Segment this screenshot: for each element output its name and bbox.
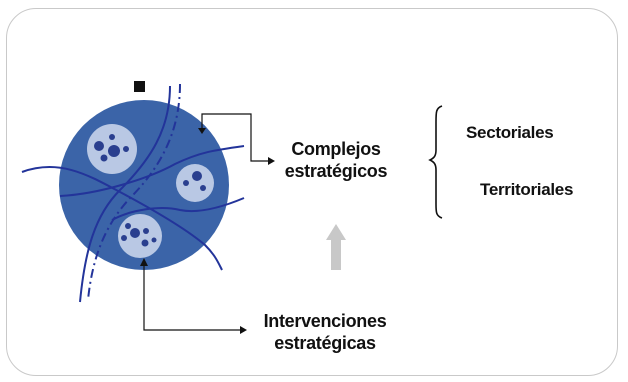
curly-brace	[428, 105, 443, 219]
connector-intervenciones	[143, 264, 240, 331]
label-intervenciones-estrategicas: Intervenciones estratégicas	[250, 310, 400, 354]
connector-arrowhead-top	[198, 128, 206, 134]
vertical-solid-line	[79, 85, 171, 303]
cluster-top	[87, 124, 137, 174]
cluster-right	[176, 164, 214, 202]
label-complejos-text: Complejos estratégicos	[284, 139, 388, 181]
vertical-dashed-line	[87, 83, 181, 301]
connector-arrowhead-intervenciones	[240, 326, 247, 334]
connector-complejos	[201, 113, 268, 162]
curve-right	[59, 145, 245, 197]
label-territoriales: Territoriales	[480, 180, 574, 199]
label-complejos-estrategicos: Complejos estratégicos	[276, 138, 396, 182]
connector-arrowhead-complejos	[268, 157, 275, 165]
curve-lower	[111, 197, 245, 221]
label-intervenciones-text: Intervenciones estratégicas	[263, 311, 387, 353]
cluster-bottom	[118, 214, 162, 258]
up-arrow-icon	[326, 224, 346, 270]
label-sectoriales: Sectoriales	[466, 123, 554, 142]
connector-arrowhead-circle	[140, 258, 148, 266]
curve-left	[21, 165, 223, 271]
square-marker	[134, 81, 145, 92]
